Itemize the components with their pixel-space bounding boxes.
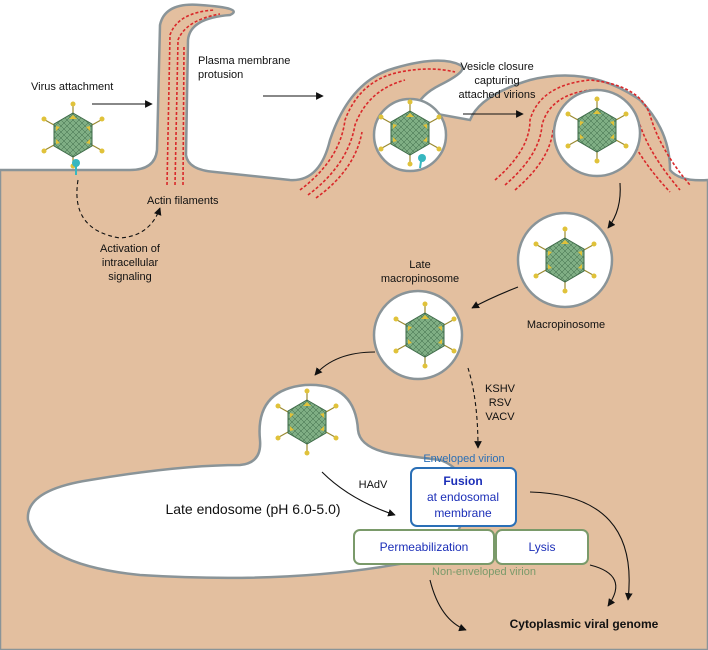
virion-attached — [40, 100, 106, 170]
late-endosome — [26, 383, 467, 580]
arrow-permeabilization-genome — [429, 579, 467, 632]
arrow-lysis-genome — [589, 564, 617, 607]
label-vesicle-closure-3: attached virions — [458, 89, 536, 101]
label-rsv: RSV — [489, 397, 512, 409]
label-hadv: HAdV — [359, 479, 388, 491]
arrow-to-late-macropinosome — [471, 286, 519, 309]
label-virus-attachment: Virus attachment — [31, 81, 113, 93]
label-lysis: Lysis — [529, 540, 556, 554]
label-vesicle-closure-1: Vesicle closure — [460, 61, 533, 73]
receptor-cup — [418, 154, 426, 169]
label-kshv: KSHV — [485, 383, 516, 395]
label-late-macro-2: macropinosome — [381, 273, 459, 285]
arrow-to-endosome — [314, 351, 376, 376]
label-permeabilization: Permeabilization — [380, 540, 469, 554]
label-vesicle-closure-2: capturing — [474, 75, 519, 87]
label-vacv: VACV — [485, 411, 515, 423]
label-fusion-2: at endosomal — [427, 490, 499, 504]
label-macropinosome: Macropinosome — [527, 319, 605, 331]
label-cytoplasmic-genome: Cytoplasmic viral genome — [510, 617, 659, 631]
receptor-attached — [72, 159, 80, 175]
label-fusion: Fusion — [443, 474, 482, 488]
label-fusion-3: membrane — [434, 506, 492, 520]
label-late-macro-1: Late — [409, 259, 430, 271]
label-plasma-membrane-2: protusion — [198, 69, 243, 81]
label-actin-filaments: Actin filaments — [147, 195, 219, 207]
label-enveloped-virion: Enveloped virion — [423, 453, 504, 465]
lysis-box — [495, 529, 589, 565]
actin-filaments-cup — [299, 68, 456, 199]
permeabilization-box — [353, 529, 495, 565]
arrow-signaling — [76, 179, 162, 239]
actin-filaments-protrusion — [166, 9, 221, 186]
arrow-kshv — [467, 367, 482, 449]
label-non-enveloped-virion: Non-enveloped virion — [432, 566, 536, 578]
arrow-fusion-genome — [529, 491, 633, 601]
label-activation-3: signaling — [108, 271, 151, 283]
label-activation-1: Activation of — [100, 243, 161, 255]
label-plasma-membrane-1: Plasma membrane — [198, 55, 290, 67]
fusion-box — [410, 467, 517, 527]
label-activation-2: intracellular — [102, 257, 159, 269]
arrow-to-macropinosome — [607, 182, 621, 229]
arrow-hadv — [321, 471, 396, 517]
label-late-endosome: Late endosome (pH 6.0-5.0) — [165, 501, 340, 517]
